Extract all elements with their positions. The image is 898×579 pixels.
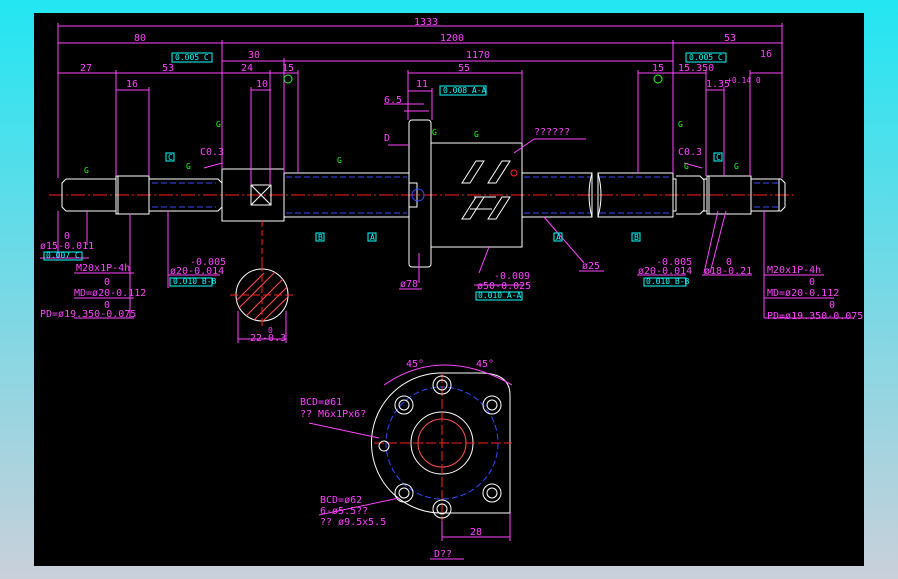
- dim-overall: 1333: [414, 17, 438, 28]
- dim-groove: 1.35: [706, 79, 730, 90]
- gdt-top-left: 0.005 C: [175, 53, 209, 62]
- roughness-6: G: [432, 128, 437, 137]
- view-title: D??: [434, 549, 452, 560]
- dia15-zero: 0: [64, 231, 70, 242]
- dim-24: 24: [241, 63, 253, 74]
- roughness-3: G: [216, 120, 221, 129]
- dim-27: 27: [80, 63, 92, 74]
- gdt-flange: 0.008 A-A: [443, 86, 487, 95]
- roughness-7: G: [678, 120, 683, 129]
- datum-a-right: A: [556, 233, 561, 242]
- roughness-2: G: [186, 162, 191, 171]
- datum-c-left: C: [168, 153, 173, 162]
- nut-helix-symbol: [411, 160, 518, 220]
- roughness-8: G: [684, 162, 689, 171]
- dim-30: 30: [248, 50, 260, 61]
- dim-10: 10: [256, 79, 268, 90]
- dim-groove-tol: +0.14 0: [727, 76, 761, 85]
- pd-zero-right: 0: [829, 300, 835, 311]
- thread-left: M20x1P-4h: [76, 263, 130, 274]
- dim-right-end: 53: [724, 33, 736, 44]
- gdt-left-bottom: 0.007 C: [46, 251, 80, 260]
- bcd61: BCD=ø61: [300, 397, 342, 408]
- hidden-lines: [152, 176, 779, 214]
- angle-left: 45°: [406, 359, 424, 370]
- mount-holes: 6-ø5.5??: [320, 506, 368, 517]
- dim-r16: 16: [760, 49, 772, 60]
- md-right: MD=ø20-0.112: [767, 288, 839, 299]
- dim-left-end: 80: [134, 33, 146, 44]
- md-left: MD=ø20-0.112: [74, 288, 146, 299]
- tol20-right: ø20-0.014: [638, 266, 692, 277]
- roughness-4: G: [337, 156, 342, 165]
- flange-texts: 45° 45° BCD=ø61 ?? M6x1Px6? BCD=ø62 6-ø5…: [300, 359, 494, 560]
- note-qmarks: ??????: [534, 127, 570, 138]
- tol20-left: ø20-0.014: [170, 266, 224, 277]
- dim-53: 53: [162, 63, 174, 74]
- dim-11: 11: [416, 79, 428, 90]
- md-zero-right: 0: [809, 277, 815, 288]
- dim-6-5: 6.5: [384, 95, 402, 106]
- tol50-upper: -0.009: [494, 271, 530, 282]
- datum-b-left: B: [318, 233, 323, 242]
- dim-15: 15: [282, 63, 294, 74]
- shaft-outline: [61, 119, 786, 268]
- datum-flags: [43, 52, 727, 301]
- gdt-texts: 0.005 C 0.005 C 0.008 A-A 0.007 C 0.010 …: [46, 53, 723, 300]
- counterbore: ?? ø9.5x5.5: [320, 517, 386, 528]
- thread-right: M20x1P-4h: [767, 265, 821, 276]
- bcd62: BCD=ø62: [320, 495, 362, 506]
- gdt-50: 0.010 A-A: [478, 291, 522, 300]
- keyway-box: [250, 184, 272, 206]
- pd-left: PD=ø19.350-0.075: [40, 309, 136, 320]
- datum-a-left: A: [370, 233, 375, 242]
- ball-screw-drawing: 1333 80 1200 53 30 1170 27 53 16 24 10 1…: [40, 17, 863, 560]
- datum-b-right: B: [634, 233, 639, 242]
- dimension-texts: 1333 80 1200 53 30 1170 27 53 16 24 10 1…: [40, 17, 863, 344]
- drawing-canvas: 1333 80 1200 53 30 1170 27 53 16 24 10 1…: [34, 13, 864, 566]
- dim-15350: 15.350: [678, 63, 714, 74]
- dimension-lines: [40, 23, 854, 319]
- tol18-zero: 0: [726, 257, 732, 268]
- gdt-top-right: 0.005 C: [689, 53, 723, 62]
- tol18: ø18-0.21: [704, 266, 752, 277]
- runout-icon-right: [653, 74, 663, 84]
- runout-icon-left: [283, 74, 293, 84]
- pd-right: PD=ø19.350-0.075: [767, 311, 863, 322]
- angle-right: 45°: [476, 359, 494, 370]
- roughness-5: G: [474, 130, 479, 139]
- key-width: 22-0.3: [250, 333, 286, 344]
- view-d-marker: D: [384, 133, 390, 144]
- dia15: ø15-0.011: [40, 241, 94, 252]
- tap-holes: ?? M6x1Px6?: [300, 409, 366, 420]
- gdt-left-20: 0.010 B-B: [173, 277, 217, 286]
- key-section: [230, 221, 294, 343]
- gdt-right-20: 0.010 B-B: [646, 277, 690, 286]
- tol50: ø50-0.025: [477, 281, 531, 292]
- pd-zero-left: 0: [104, 300, 110, 311]
- dim-thread: 1200: [440, 33, 464, 44]
- flange-view: [308, 364, 513, 560]
- md-zero-left: 0: [104, 277, 110, 288]
- key-width-zero: 0: [268, 326, 273, 335]
- dim-r15: 15: [652, 63, 664, 74]
- roughness-symbols: G G G G G G G G G: [84, 74, 739, 175]
- roughness-9: G: [734, 162, 739, 171]
- dim-1170: 1170: [466, 50, 490, 61]
- dim-16: 16: [126, 79, 138, 90]
- chamfer-right: C0.3: [678, 147, 702, 158]
- dia78: ø78: [400, 279, 418, 290]
- tol20-upper-right: -0.005: [656, 257, 692, 268]
- chamfer-left: C0.3: [200, 147, 224, 158]
- datum-c-right: C: [716, 153, 721, 162]
- dim-55: 55: [458, 63, 470, 74]
- dim-28: 28: [470, 527, 482, 538]
- dia25: ø25: [582, 261, 600, 272]
- roughness-1: G: [84, 166, 89, 175]
- tol20-upper-left: -0.005: [190, 257, 226, 268]
